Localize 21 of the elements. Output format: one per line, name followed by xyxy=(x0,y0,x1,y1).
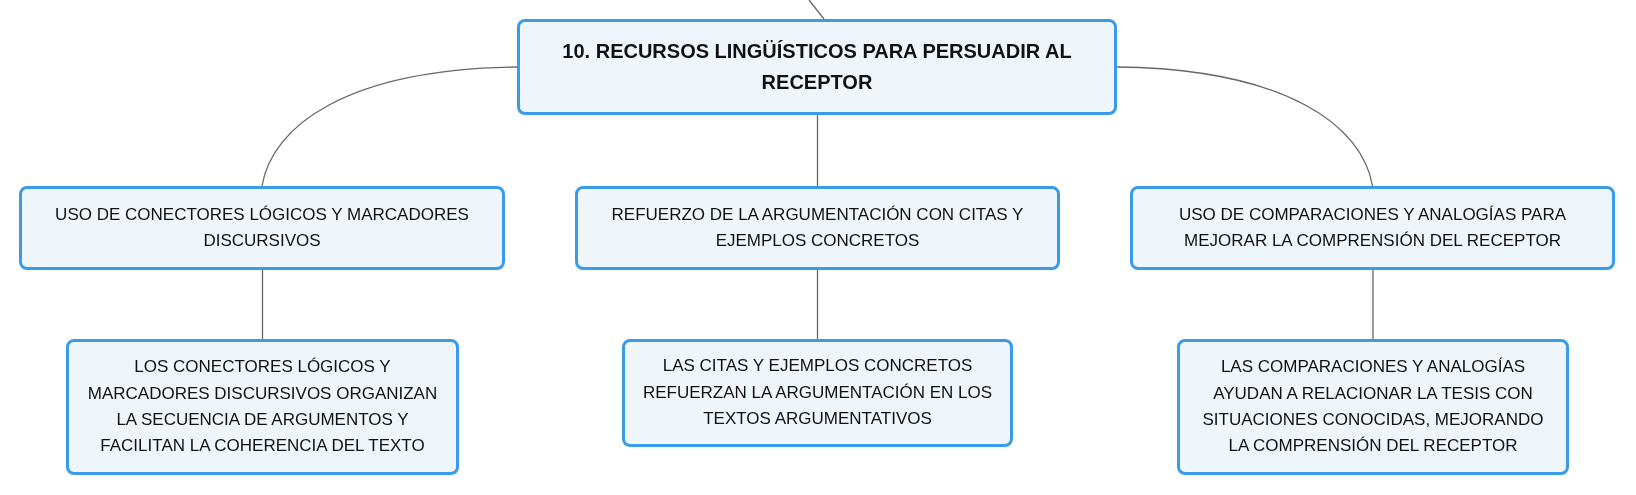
connector-line xyxy=(261,269,264,340)
connector-line xyxy=(1116,66,1374,187)
topic-box xyxy=(517,19,1117,115)
subtopic-box xyxy=(66,339,459,475)
connector-line xyxy=(261,66,518,187)
node-text: 10. RECURSOS LINGÜÍSTICOS PARA PERSUADIR AL RECEPTOR xyxy=(561,39,1073,95)
node-text: LAS COMPARACIONES Y ANALOGÍAS AYUDAN A RELACIONAR LA TESIS CON SITUACIONES CONOCIDAS, MEJORANDO LA COMPRENSIÓN DEL RECEPTOR xyxy=(1201,356,1545,458)
node-text: USO DE CONECTORES LÓGICOS Y MARCADORES DISCURSIVOS xyxy=(54,203,470,252)
subtopic-box xyxy=(1177,339,1569,475)
subtopic-box xyxy=(622,339,1013,447)
node-text: REFUERZO DE LA ARGUMENTACIÓN CON CITAS Y EJEMPLOS CONCRETOS xyxy=(610,203,1025,252)
node-text: LAS CITAS Y EJEMPLOS CONCRETOS REFUERZAN LA ARGUMENTACIÓN EN LOS TEXTOS ARGUMENTATIVOS xyxy=(641,355,994,431)
connector-line xyxy=(808,0,825,20)
subtopic-box xyxy=(1130,186,1615,270)
connector-line xyxy=(1372,269,1374,340)
node-text: USO DE COMPARACIONES Y ANALOGÍAS PARA MEJORAR LA COMPRENSIÓN DEL RECEPTOR xyxy=(1178,203,1567,252)
connector-line xyxy=(816,269,819,340)
subtopic-box xyxy=(575,186,1060,270)
connector-line xyxy=(816,114,819,187)
node-text: LOS CONECTORES LÓGICOS Y MARCADORES DISCURSIVOS ORGANIZAN LA SECUENCIA DE ARGUMENTOS Y FACILITAN LA COHERENCIA DEL TEXTO xyxy=(86,356,439,458)
subtopic-box xyxy=(19,186,505,270)
